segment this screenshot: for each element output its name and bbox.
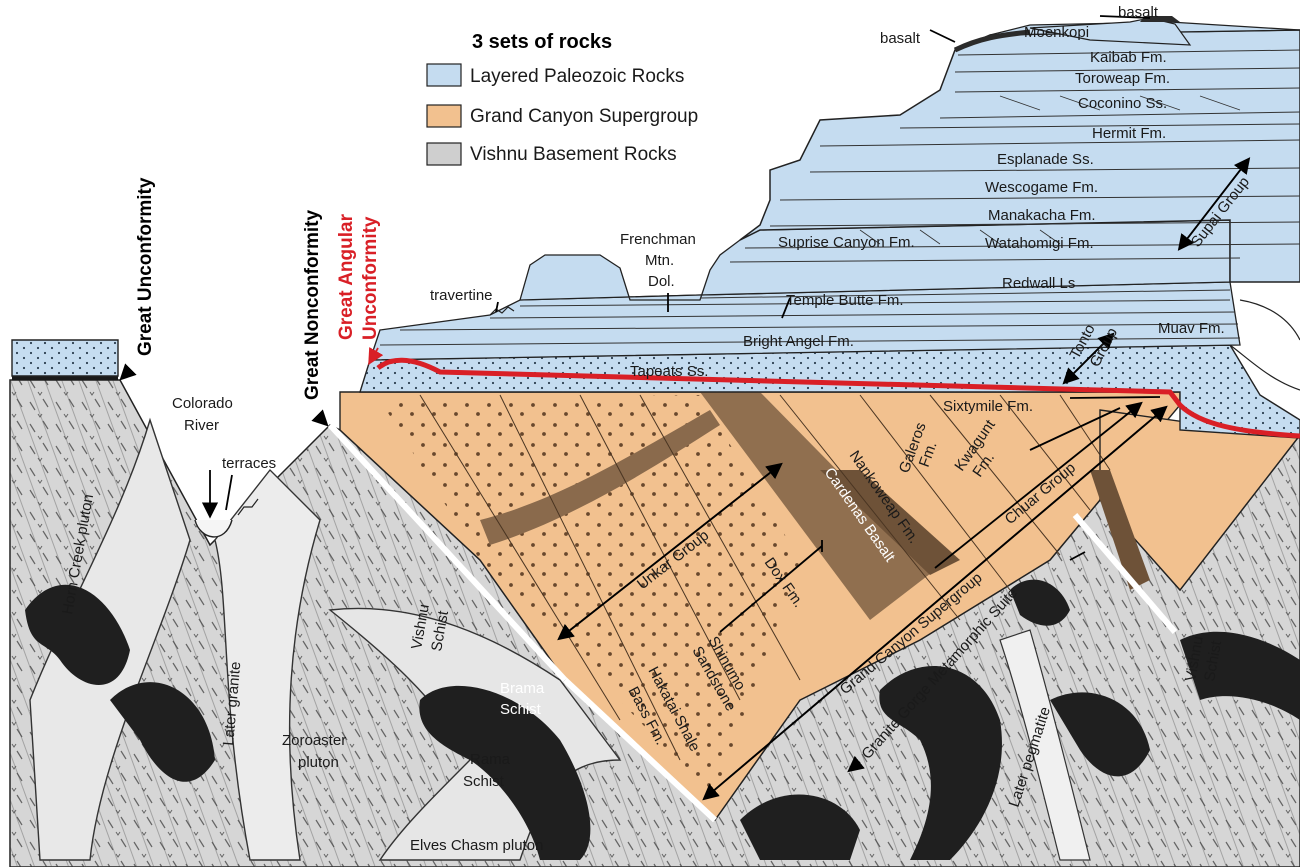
- label-coconino: Coconino Ss.: [1078, 95, 1167, 112]
- legend: 3 sets of rocks Layered Paleozoic Rocks …: [426, 31, 698, 166]
- label-basalt-top: basalt: [1118, 4, 1159, 21]
- label-travertine: travertine: [430, 287, 493, 304]
- label-terraces: terraces: [222, 455, 276, 472]
- label-brama-1: Brama: [500, 680, 545, 697]
- label-moenkopi: Moenkopi: [1024, 24, 1089, 41]
- label-suprise-canyon: Suprise Canyon Fm.: [778, 234, 915, 251]
- legend-swatch-basement: [426, 142, 462, 166]
- label-brama-2: Schist: [500, 701, 542, 718]
- label-vishnu-left-2: Schist: [428, 609, 452, 653]
- grand-canyon-supergroup: [327, 391, 1300, 823]
- legend-swatch-supergroup: [426, 104, 462, 128]
- label-tapeats: Tapeats Ss.: [630, 363, 708, 380]
- left-tapeats-remnant: [11, 339, 119, 377]
- label-watahomigi: Watahomigi Fm.: [985, 235, 1094, 252]
- legend-label-basement: Vishnu Basement Rocks: [470, 144, 677, 165]
- legend-label-paleozoic: Layered Paleozoic Rocks: [470, 66, 684, 87]
- great-angular-label-line2: Unconformity: [360, 216, 381, 340]
- label-colorado-1: Colorado: [172, 395, 233, 412]
- annotation-arrows: [119, 15, 1251, 801]
- great-nonconformity-label: Great Nonconformity: [302, 210, 323, 400]
- great-angular-unconformity-line: [376, 357, 1300, 439]
- unconformity-labels: Great Unconformity Great Nonconformity G…: [135, 177, 381, 400]
- great-unconformity-label: Great Unconformity: [135, 177, 156, 356]
- paleozoic-labels: basalt Moenkopi basalt Kaibab Fm. Torowe…: [430, 4, 1253, 380]
- label-manakacha: Manakacha Fm.: [988, 207, 1096, 224]
- label-frenchman-3: Dol.: [648, 273, 675, 290]
- label-basalt-left: basalt: [880, 30, 921, 47]
- label-redwall: Redwall Ls: [1002, 275, 1075, 292]
- legend-swatch-paleozoic: [426, 63, 462, 87]
- label-kaibab: Kaibab Fm.: [1090, 49, 1167, 66]
- label-hermit: Hermit Fm.: [1092, 125, 1166, 142]
- basement-rocks: [9, 375, 1300, 867]
- label-esplanade: Esplanade Ss.: [997, 151, 1094, 168]
- label-temple-butte: Temple Butte Fm.: [786, 292, 904, 309]
- label-rama-2: Schist: [463, 773, 505, 790]
- label-vishnu-right-2: Schist: [1201, 639, 1225, 683]
- label-wescogame: Wescogame Fm.: [985, 179, 1098, 196]
- label-frenchman-2: Mtn.: [645, 252, 674, 269]
- label-zoroaster-2: pluton: [298, 754, 339, 771]
- label-zoroaster-1: Zoroaster: [282, 732, 346, 749]
- label-elves-chasm: Elves Chasm pluton: [410, 837, 543, 854]
- legend-title: 3 sets of rocks: [472, 31, 612, 53]
- label-rama-1: Rama: [470, 751, 511, 768]
- legend-label-supergroup: Grand Canyon Supergroup: [470, 106, 698, 127]
- label-colorado-2: River: [184, 417, 219, 434]
- label-sixtymile: Sixtymile Fm.: [943, 398, 1033, 415]
- label-toroweap: Toroweap Fm.: [1075, 70, 1170, 87]
- great-angular-label-line1: Great Angular: [336, 213, 357, 340]
- label-muav: Muav Fm.: [1158, 320, 1225, 337]
- label-bright-angel: Bright Angel Fm.: [743, 333, 854, 350]
- label-frenchman-1: Frenchman: [620, 231, 696, 248]
